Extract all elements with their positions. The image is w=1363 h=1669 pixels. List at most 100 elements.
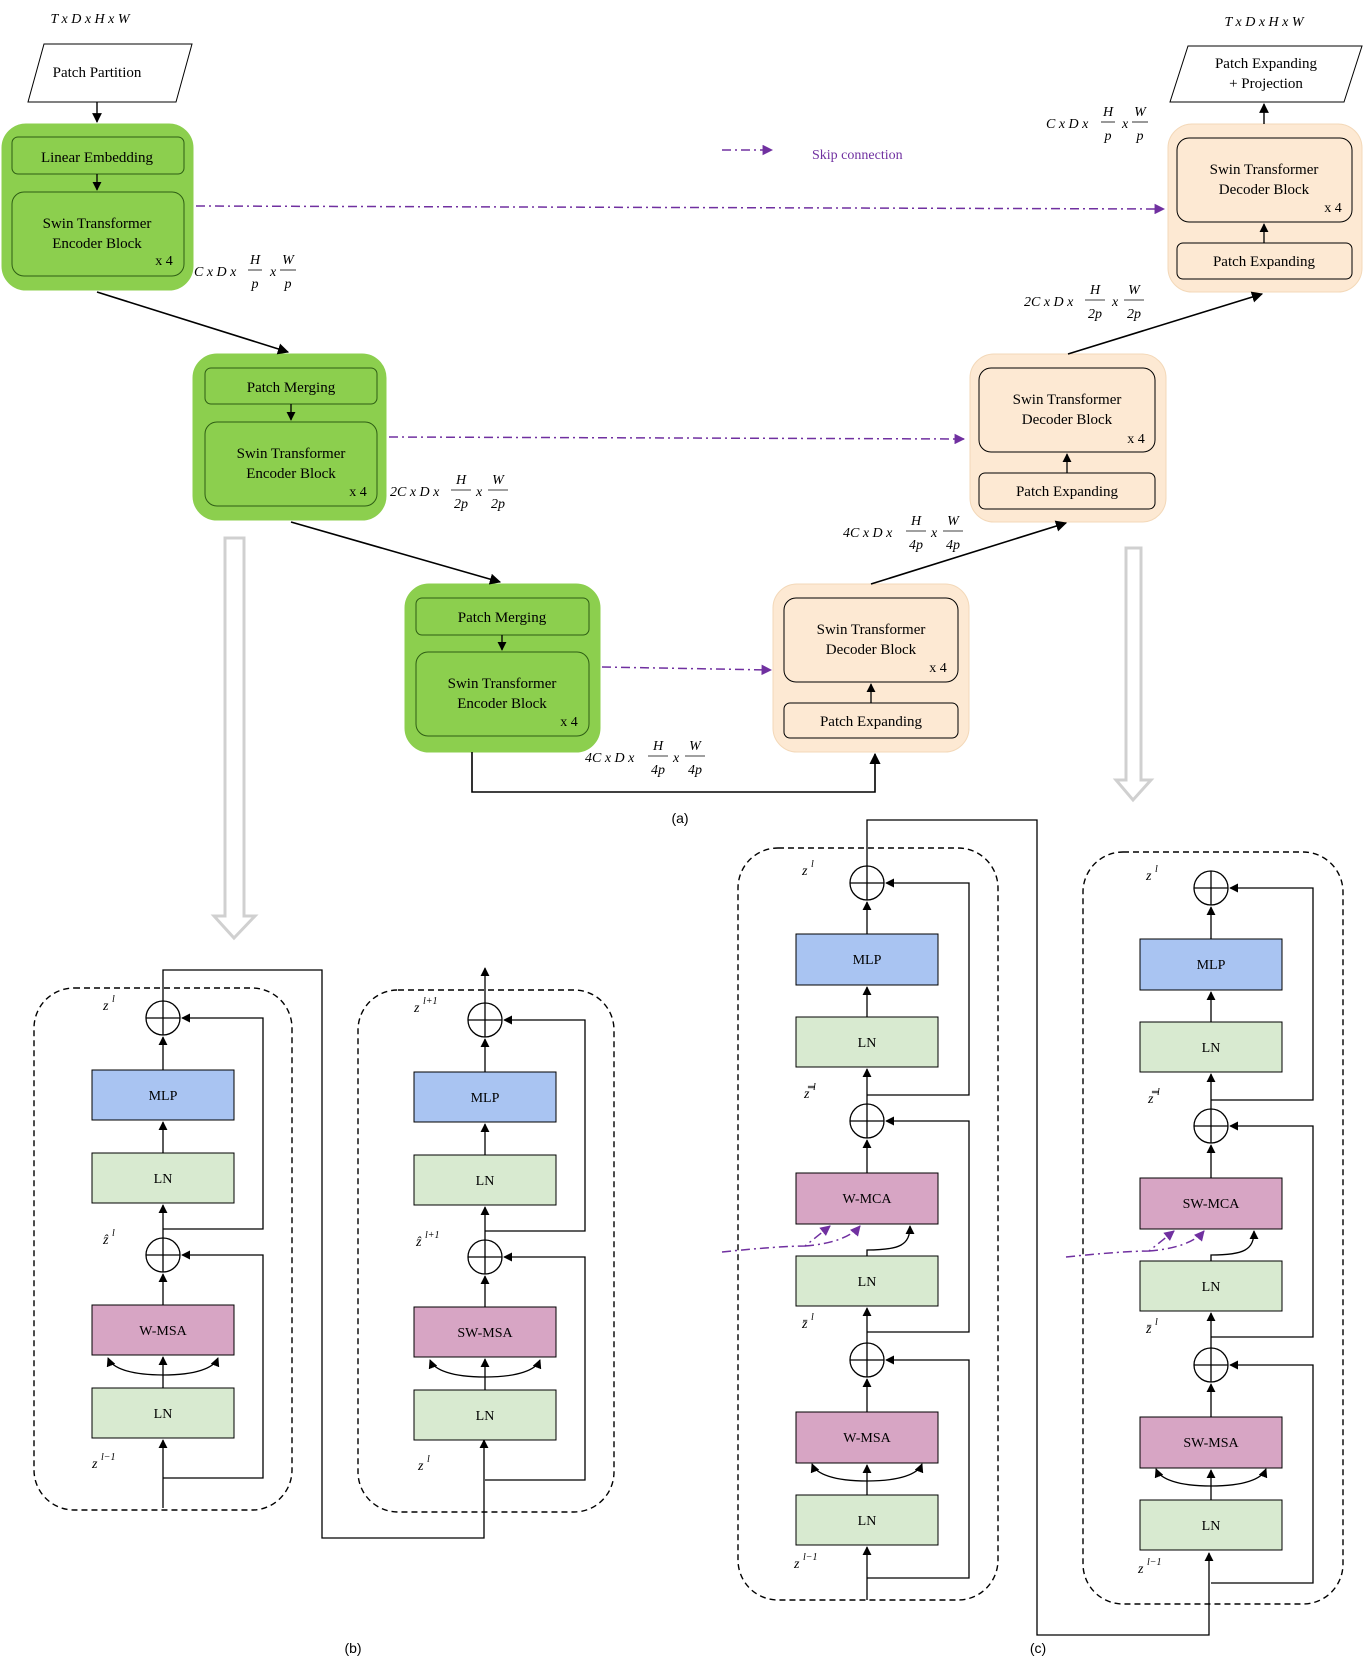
b-right-z-in: z: [417, 1459, 424, 1474]
b-right-swmsa: [413, 1306, 557, 1358]
b-left-ln-top-label: LN: [154, 1172, 173, 1187]
svg-text:W: W: [282, 253, 295, 268]
svg-text:LN: LN: [1202, 1519, 1221, 1534]
svg-text:l: l: [811, 859, 814, 870]
panel-b-left-frame: [33, 987, 293, 1511]
svg-text:SW-MCA: SW-MCA: [1183, 1197, 1241, 1212]
input-dims: T x D x H x W: [50, 12, 130, 27]
decoder-block-2-line2: Decoder Block: [1022, 412, 1113, 428]
svg-text:W: W: [689, 739, 702, 754]
encoder-block-2-repeat: x 4: [349, 485, 367, 500]
caption-a: (a): [671, 810, 688, 826]
svg-text:l−1: l−1: [803, 1552, 818, 1563]
b-left-wmsa-label: W-MSA: [139, 1324, 187, 1339]
arrow-dec2-to-dec1: [1067, 291, 1264, 355]
patch-expanding-1-label: Patch Expanding: [1213, 254, 1316, 270]
decoder-stage-2: Swin Transformer Decoder Block x 4 Patch…: [969, 353, 1167, 523]
encoder-block-2-box: [204, 421, 378, 507]
b-left-z-in: z: [91, 1457, 98, 1472]
svg-text:l: l: [1155, 864, 1158, 875]
svg-text:p: p: [1104, 129, 1112, 144]
svg-text:l+1: l+1: [425, 1230, 440, 1241]
encoder-block-1-box: [11, 191, 185, 277]
svg-text:x: x: [672, 751, 680, 766]
svg-text:4C x D x: 4C x D x: [585, 751, 635, 766]
patch-expanding-projection-box: Patch Expanding + Projection: [1169, 45, 1363, 103]
decoder-block-1-repeat: x 4: [1324, 201, 1342, 216]
panel-b: MLP LN W-MSA LN: [33, 967, 615, 1656]
svg-text:LN: LN: [1202, 1041, 1221, 1056]
panel-c: MLP LN W-MCA LN W-MSA LN: [721, 819, 1344, 1656]
skip-connection-2: [388, 433, 966, 445]
decoder-block-1-box: [1176, 137, 1353, 223]
decoder-block-2-line1: Swin Transformer: [1013, 392, 1122, 408]
patch-expanding-3-box: [783, 702, 959, 739]
svg-text:H: H: [455, 473, 467, 488]
patch-expanding-2-box: [978, 472, 1156, 510]
panel-a: T x D x H x W Patch Partition Linear Emb…: [1, 12, 1363, 826]
b-right-ln-top-label: LN: [476, 1174, 495, 1189]
c-right-ln2: [1139, 1260, 1283, 1312]
panel-b-right-frame: [357, 989, 615, 1513]
arrow-bottleneck-to-dec3: [471, 752, 881, 793]
svg-text:p: p: [251, 277, 259, 292]
gray-expand-arrows: [210, 536, 1155, 941]
svg-text:l: l: [1155, 1317, 1158, 1328]
decoder-block-3-line2: Decoder Block: [826, 642, 917, 658]
caption-b: (b): [344, 1640, 361, 1656]
arrow-dec3-to-dec2: [870, 520, 1068, 585]
svg-text:2p: 2p: [454, 497, 468, 512]
svg-text:l+1: l+1: [423, 996, 438, 1007]
svg-text:z: z: [1145, 869, 1152, 884]
svg-text:2p: 2p: [1127, 307, 1141, 322]
decoder-block-3-box: [783, 597, 959, 683]
c-left-wmsa: [795, 1411, 939, 1464]
svg-text:W: W: [947, 514, 960, 529]
svg-text:l: l: [811, 1312, 814, 1323]
svg-text:2C x D x: 2C x D x: [1024, 295, 1074, 310]
patch-expanding-1-box: [1176, 242, 1353, 280]
encoder-block-1-line1: Swin Transformer: [43, 216, 152, 232]
b-left-mlp-label: MLP: [149, 1089, 178, 1104]
svg-text:4p: 4p: [651, 763, 665, 778]
svg-text:4p: 4p: [688, 763, 702, 778]
encoder-block-3-line1: Swin Transformer: [448, 676, 557, 692]
svg-text:l−1: l−1: [101, 1452, 116, 1463]
legend-skip-label: Skip connection: [812, 148, 903, 163]
output-box-line1: Patch Expanding: [1215, 56, 1318, 72]
b-left-z-hat: ẑ: [102, 1233, 109, 1248]
encoder-block-2-line2: Encoder Block: [246, 466, 336, 482]
gray-arrow-encoder: [210, 536, 259, 941]
c-right-ln3: [1139, 1499, 1283, 1551]
svg-text:4p: 4p: [946, 538, 960, 553]
svg-text:H: H: [1102, 105, 1114, 120]
panel-b-right-block: MLP LN SW-MSA LN: [413, 967, 586, 1481]
b-left-ln-top: [91, 1152, 235, 1204]
svg-text:2p: 2p: [491, 497, 505, 512]
encoder-block-3-box: [415, 651, 590, 737]
arrow-enc1-to-enc2: [96, 291, 290, 355]
svg-text:x: x: [475, 485, 483, 500]
svg-text:LN: LN: [858, 1275, 877, 1290]
dim-dec2: 2C x D x H 2p x W 2p: [1024, 283, 1144, 322]
svg-text:l: l: [427, 1454, 430, 1465]
skip-connections: [195, 144, 1166, 676]
svg-text:l: l: [813, 1082, 816, 1093]
encoder-block-3-repeat: x 4: [560, 715, 578, 730]
b-left-ln-bottom: [91, 1387, 235, 1439]
encoder-stage-3: Patch Merging Swin Transformer Encoder B…: [404, 583, 601, 753]
svg-text:z: z: [793, 1557, 800, 1572]
gray-arrow-decoder: [1112, 546, 1155, 803]
svg-text:z̄: z̄: [1145, 1322, 1152, 1337]
svg-text:z: z: [801, 864, 808, 879]
svg-text:SW-MSA: SW-MSA: [1183, 1436, 1239, 1451]
svg-text:LN: LN: [1202, 1280, 1221, 1295]
decoder-block-1-line1: Swin Transformer: [1210, 162, 1319, 178]
svg-text:2C x D x: 2C x D x: [390, 485, 440, 500]
svg-text:LN: LN: [858, 1036, 877, 1051]
caption-c: (c): [1030, 1640, 1046, 1656]
decoder-block-1-line2: Decoder Block: [1219, 182, 1310, 198]
output-box-line2: + Projection: [1229, 76, 1303, 92]
c-left-mlp: [795, 933, 939, 986]
svg-text:x: x: [269, 265, 277, 280]
